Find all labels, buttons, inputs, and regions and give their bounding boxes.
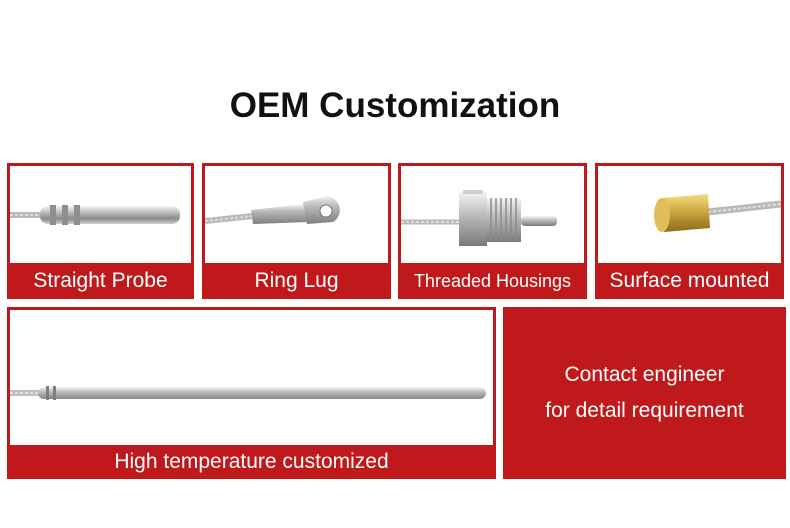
product-label: Threaded Housings (413, 271, 572, 291)
product-card-surface-mounted: Surface mounted (595, 163, 784, 299)
long-probe-image (10, 310, 493, 445)
product-card-high-temperature: High temperature customized (7, 307, 496, 479)
product-card-ring-lug: Ring Lug (202, 163, 391, 299)
contact-line-2: for detail requirement (545, 399, 744, 422)
straight-probe-image (10, 166, 191, 263)
surface-mounted-image (598, 166, 781, 263)
product-card-threaded-housings: Threaded Housings (398, 163, 587, 299)
product-label: Surface mounted (609, 269, 770, 292)
product-label: Ring Lug (254, 269, 339, 292)
contact-line-1: Contact engineer (564, 363, 725, 386)
contact-engineer-panel: Contact engineer for detail requirement (503, 307, 786, 479)
threaded-housing-image (401, 166, 584, 263)
product-label: Straight Probe (33, 269, 168, 292)
ring-lug-image (205, 166, 388, 263)
product-card-straight-probe: Straight Probe (7, 163, 194, 299)
page-title: OEM Customization (229, 86, 561, 125)
product-label: High temperature customized (114, 450, 389, 473)
